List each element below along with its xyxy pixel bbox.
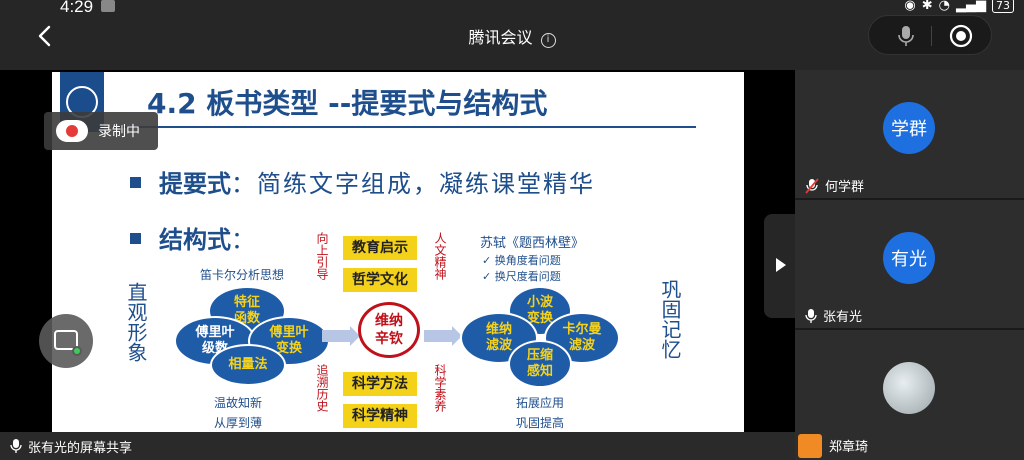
avatar — [883, 362, 935, 414]
participant-tile[interactable]: 学群 何学群 — [795, 70, 1024, 200]
info-icon[interactable]: i — [540, 33, 556, 48]
clover-left-bottom: 相量法 — [210, 344, 286, 386]
box-philosophy: 哲学文化 — [343, 268, 417, 292]
red-label-top-right: 人文精神 — [433, 232, 447, 280]
record-icon[interactable] — [949, 24, 973, 48]
arrow-right-1 — [322, 326, 360, 346]
share-owner-text: 张有光的屏幕共享 — [28, 440, 133, 456]
right-bottom-2: 巩固提高 — [516, 416, 565, 430]
clover-label: 相量法 — [228, 357, 268, 372]
user-icon — [798, 434, 822, 458]
collapse-panel-handle[interactable] — [764, 214, 795, 318]
status-app-icon — [101, 0, 115, 12]
chat-button[interactable] — [39, 314, 93, 368]
arrow-right-2 — [424, 326, 462, 346]
clover-label: 维纳 滤波 — [485, 322, 512, 353]
meeting-title: 腾讯会议 i — [0, 24, 1024, 48]
left-vertical-text: 直观形象 — [124, 282, 148, 362]
audio-record-controls — [868, 15, 992, 55]
participant-name: 郑章琦 — [829, 440, 869, 455]
bullet-term: 结构式 — [159, 226, 231, 254]
signal-icon: ▂▄▆ — [956, 0, 986, 13]
chat-icon — [54, 330, 78, 350]
bluetooth-icon: ✱ — [921, 0, 933, 13]
right-bottom-1: 拓展应用 — [516, 396, 565, 410]
participant-name-row: 郑章琦 — [829, 436, 868, 455]
bullet-term: 提要式 — [159, 170, 231, 198]
left-bottom-1: 温故知新 — [214, 396, 263, 410]
right-heading: 苏轼《题西林壁》 — [480, 236, 585, 251]
participants-panel: 学群 何学群 有光 张有光 — [795, 70, 1024, 460]
app-title-text: 腾讯会议 — [468, 28, 533, 47]
left-bottom-2: 从厚到薄 — [214, 416, 263, 430]
center-concept: 维纳 辛钦 — [358, 302, 420, 358]
box-scientific-method: 科学方法 — [343, 372, 417, 396]
bullet-desc: ： — [231, 226, 257, 254]
bullet-summary: 提要式：简练文字组成，凝练课堂精华 — [130, 164, 595, 199]
red-label-bottom-left: 追溯历史 — [315, 364, 329, 412]
title-underline — [112, 126, 696, 128]
clover-label: 压缩 感知 — [526, 348, 553, 379]
participant-tile[interactable]: 郑章琦 — [795, 330, 1024, 460]
mic-muted-icon — [805, 177, 819, 194]
avatar: 有光 — [883, 232, 935, 284]
avatar: 学群 — [883, 102, 935, 154]
clover-label: 小波 变换 — [526, 295, 553, 326]
cloud-record-icon — [56, 120, 88, 142]
box-scientific-spirit: 科学精神 — [343, 404, 417, 428]
screen-share-label: 张有光的屏幕共享 — [0, 432, 795, 460]
microphone-icon[interactable] — [895, 25, 917, 47]
microphone-icon — [10, 439, 22, 453]
participant-name-row: 何学群 — [805, 176, 864, 195]
right-vertical-text: 巩固记忆 — [658, 279, 682, 359]
back-arrow-icon[interactable] — [34, 24, 56, 48]
microphone-icon — [805, 308, 817, 323]
eye-icon: ◉ — [904, 0, 916, 13]
status-time: 4:29 — [60, 0, 94, 16]
box-education: 教育启示 — [343, 236, 417, 260]
top-bar: 4:29 ◉ ✱ ◔ ▂▄▆ 73 腾讯会议 i — [0, 0, 1024, 70]
red-label-bottom-right: 科学素养 — [433, 364, 447, 412]
online-dot — [72, 346, 82, 356]
slide-title: 4.2 板书类型 --提要式与结构式 — [147, 87, 548, 120]
center-label: 维纳 辛钦 — [375, 313, 403, 347]
right-check-2: ✓ 换尺度看问题 — [482, 270, 561, 283]
triangle-right-icon — [776, 258, 786, 272]
divider — [931, 26, 932, 46]
wifi-icon: ◔ — [938, 0, 950, 13]
clover-right-right: 卡尔曼 滤波 — [544, 312, 620, 364]
participant-name: 张有光 — [823, 310, 863, 325]
battery-icon: 73 — [992, 0, 1014, 13]
participant-name: 何学群 — [825, 180, 865, 195]
bullet-structure: 结构式： — [130, 220, 257, 255]
status-icons: ◉ ✱ ◔ ▂▄▆ 73 — [904, 0, 1014, 13]
left-heading: 笛卡尔分析思想 — [200, 268, 285, 282]
clover-right-bottom: 压缩 感知 — [508, 340, 572, 388]
participant-tile[interactable]: 有光 张有光 — [795, 200, 1024, 330]
clover-label: 卡尔曼 滤波 — [562, 322, 602, 353]
right-check-1: ✓ 换角度看问题 — [482, 254, 561, 267]
bullet-desc: ：简练文字组成，凝练课堂精华 — [231, 170, 595, 198]
red-label-top-left: 向上引导 — [315, 232, 329, 280]
participant-name-row: 张有光 — [805, 306, 862, 325]
shared-slide: 4.2 板书类型 --提要式与结构式 提要式：简练文字组成，凝练课堂精华 结构式… — [52, 72, 744, 432]
recording-label: 录制中 — [98, 124, 140, 140]
recording-badge[interactable]: 录制中 — [44, 112, 158, 150]
clover-label: 傅里叶 变换 — [269, 325, 309, 356]
